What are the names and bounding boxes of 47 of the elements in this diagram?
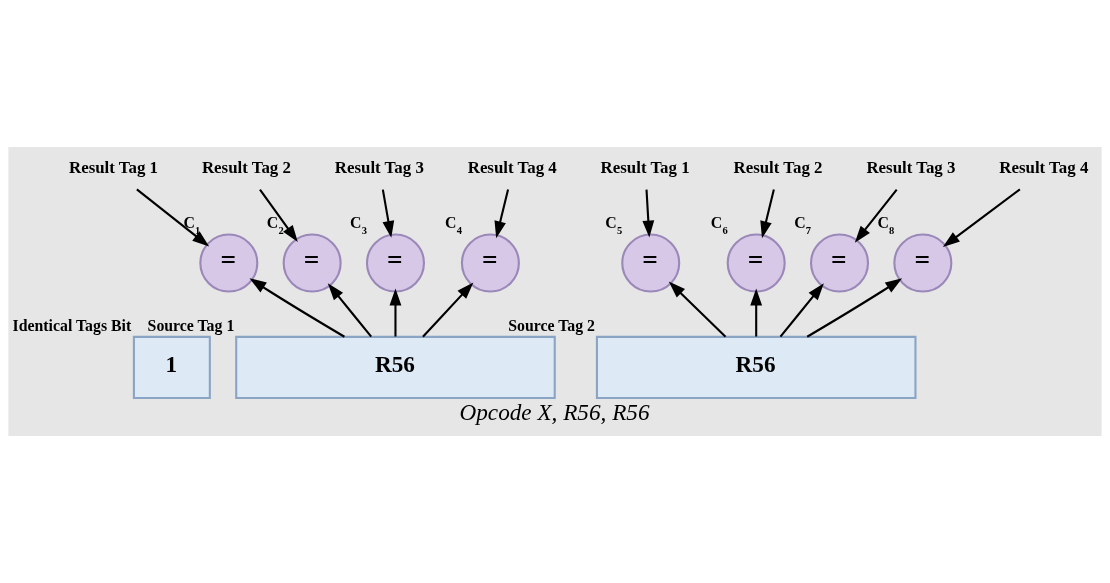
node-label: Source Tag 2 [508,316,596,334]
arrow [136,188,210,247]
node-circle: = [460,233,520,293]
arrow [327,283,372,338]
node-text: Result Tag 3 [334,158,424,178]
arrow [381,189,395,238]
node-label: C$_{6}$ [710,214,728,236]
arrow [494,189,510,239]
node-circle: = [726,233,786,293]
node-label: C$_{5}$ [605,214,623,236]
node-label: C$_{4}$ [445,214,462,236]
node-text: Result Tag 1 [69,158,159,178]
node-label: C$_{1}$ [183,214,201,236]
node-circle: = [893,233,953,293]
node-box: R56 [595,335,917,400]
arrow [642,189,655,238]
node-circle: = [621,233,681,293]
node-circle: = [282,233,342,293]
arrow [750,288,763,337]
arrow [389,288,402,337]
node-circle: = [365,233,425,293]
node-box: 1 [132,335,211,400]
node-text: Result Tag 3 [866,158,956,178]
node-label: Identical Tags Bit [12,316,132,334]
node-label: C$_{7}$ [794,214,812,236]
node-label: Source Tag 1 [147,316,235,334]
arrow [779,283,824,338]
node-label: C$_{2}$ [266,214,284,236]
arrow [249,278,345,338]
node-circle: = [199,233,259,293]
node-text: Result Tag 4 [467,158,557,178]
arrow [854,188,898,243]
arrow [422,282,474,338]
node-text: Result Tag 4 [999,158,1089,178]
node-text: Result Tag 2 [201,158,291,178]
node-text: Result Tag 1 [600,158,690,178]
arrow [259,189,298,243]
node-label: C$_{8}$ [877,214,895,236]
arrow [806,278,903,338]
node-circle: = [810,233,870,293]
caption: Opcode X, R56, R56 [459,398,650,425]
arrow [942,188,1021,247]
arrow [760,189,775,239]
node-box: R56 [235,335,556,400]
arrow [668,281,727,338]
node-text: Result Tag 2 [733,158,823,178]
node-label: C$_{3}$ [350,214,367,236]
